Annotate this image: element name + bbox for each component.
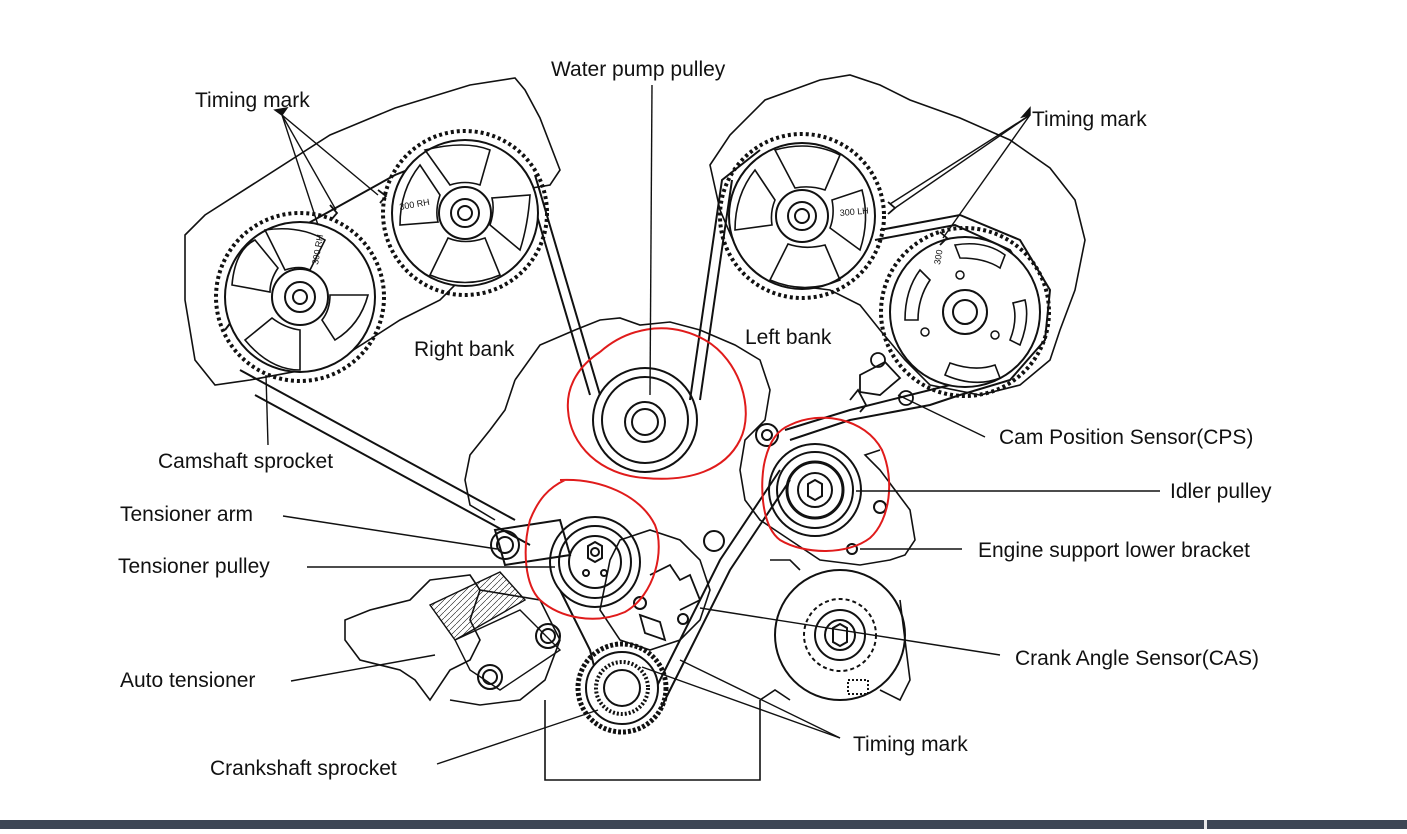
label-crankshaft-sprocket: Crankshaft sprocket <box>210 757 397 780</box>
camshaft-sprocket-right-inner: 300 RH <box>381 129 549 297</box>
crank-pulley <box>774 569 906 701</box>
sprocket-mark-left-inner: 300 LH <box>839 206 869 218</box>
crankshaft-sprocket <box>575 641 669 735</box>
camshaft-sprocket-right-outer: 300 RH <box>214 211 386 383</box>
highlight-circles <box>524 327 891 620</box>
water-pump-pulley <box>592 367 698 473</box>
label-idler-pulley: Idler pulley <box>1170 480 1272 503</box>
tensioner-pulley <box>549 516 641 608</box>
label-cps: Cam Position Sensor(CPS) <box>999 426 1253 449</box>
label-camshaft-sprocket: Camshaft sprocket <box>158 450 333 473</box>
timing-belt <box>224 143 1052 711</box>
camshaft-sprocket-left-inner: 300 LH <box>718 132 886 300</box>
label-auto-tensioner: Auto tensioner <box>120 669 255 692</box>
highlight-idler <box>761 416 891 552</box>
leader-lines <box>265 84 1160 765</box>
label-right-bank: Right bank <box>414 338 515 361</box>
labels: Water pump pulley Timing mark Timing mar… <box>118 58 1272 780</box>
label-timing-mark-right: Timing mark <box>195 89 310 112</box>
label-tensioner-arm: Tensioner arm <box>120 503 253 526</box>
tensioner-arm <box>477 518 725 690</box>
sprocket-mark-left-outer: 300 <box>932 249 944 266</box>
label-cas: Crank Angle Sensor(CAS) <box>1015 647 1259 670</box>
highlight-water-pump <box>566 327 747 480</box>
bottom-toolbar-strip <box>0 820 1407 829</box>
toolbar-divider <box>1204 820 1207 829</box>
label-engine-support: Engine support lower bracket <box>978 539 1250 562</box>
label-timing-mark-left: Timing mark <box>1032 108 1147 131</box>
auto-tensioner-body <box>428 571 562 691</box>
label-left-bank: Left bank <box>745 326 832 349</box>
crank-angle-sensor <box>638 563 702 642</box>
idler-pulley <box>755 423 887 555</box>
cam-position-sensor <box>849 352 914 413</box>
label-tensioner-pulley: Tensioner pulley <box>118 555 270 578</box>
label-water-pump-pulley: Water pump pulley <box>551 58 726 81</box>
camshaft-sprocket-left-outer: 300 <box>879 226 1051 398</box>
label-timing-mark-bottom: Timing mark <box>853 733 968 756</box>
highlight-tensioner <box>524 478 660 620</box>
